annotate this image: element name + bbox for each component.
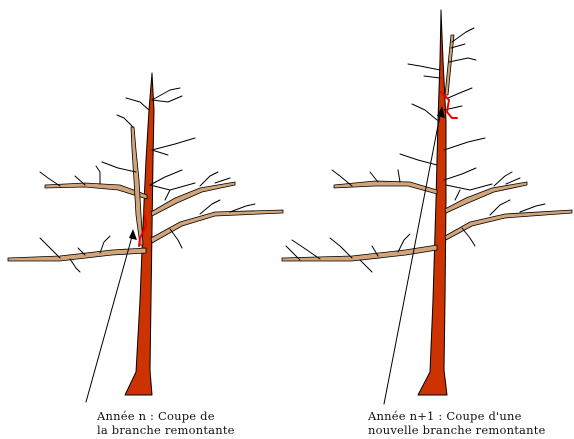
branch: [151, 182, 235, 216]
twigs: [286, 28, 545, 272]
tree-year-n-plus-1: [282, 10, 572, 404]
branch: [45, 183, 147, 199]
caption-line: nouvelle branche remontante: [368, 423, 546, 437]
branch: [445, 182, 527, 213]
upright-branch: [445, 35, 454, 95]
branch: [445, 210, 572, 240]
branch: [151, 210, 283, 243]
caption-line: la branche remontante: [97, 423, 235, 437]
branch: [334, 181, 437, 194]
caption-line: Année n : Coupe de: [97, 409, 235, 423]
arrow-head: [129, 229, 137, 240]
tree-year-n: [8, 73, 283, 402]
upright-branch: [131, 127, 143, 245]
caption-year-n-plus-1: Année n+1 : Coupe d'une nouvelle branche…: [368, 409, 546, 437]
trunk: [418, 10, 447, 395]
caption-year-n: Année n : Coupe de la branche remontante: [97, 409, 235, 437]
pointer-arrow: [86, 233, 133, 402]
caption-line: Année n+1 : Coupe d'une: [368, 409, 546, 423]
